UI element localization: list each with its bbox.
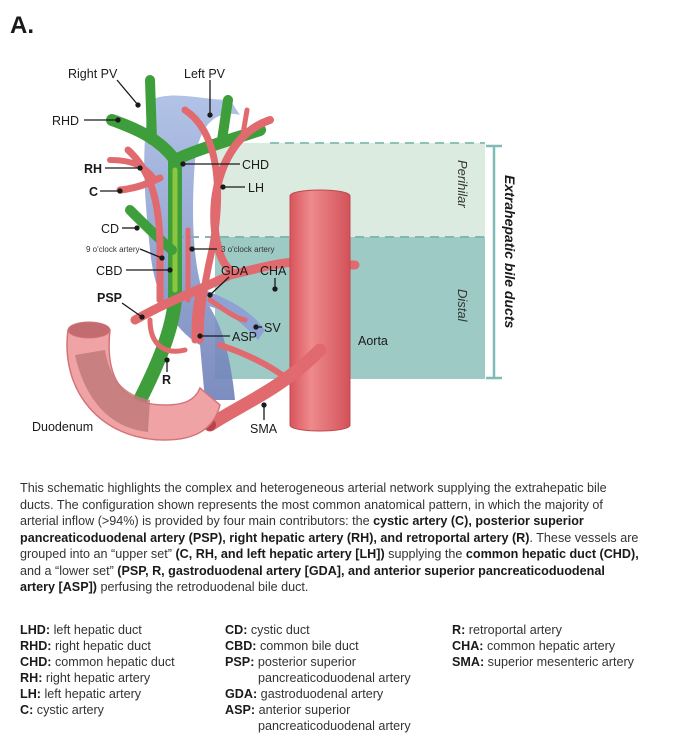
legend-abbreviation: CHD: [20,655,52,669]
label-3-oclock-artery: 3 o'clock artery [221,245,275,254]
legend-entry: LHD: left hepatic duct [20,622,175,638]
label-aorta: Aorta [358,334,388,348]
caption-segment: perfusing the retroduodenal bile duct. [96,580,309,594]
legend-abbreviation: LH: [20,687,41,701]
label-asp: ASP [232,330,257,344]
label-sv: SV [264,321,281,335]
label-9-oclock-artery: 9 o'clock artery [86,245,140,254]
legend-abbreviation: CD: [225,623,248,637]
legend-entry: C: cystic artery [20,702,175,718]
legend-definition: right hepatic duct [51,639,151,653]
label-sma: SMA [250,422,278,436]
zone-label-perihilar: Perihilar [455,160,470,208]
legend-definition: common bile duct [256,639,359,653]
label-r: R [162,373,171,387]
caption-segment: . These vessels are grouped into an “upp… [20,530,639,562]
legend-abbreviation: SMA: [452,655,485,669]
extrahepatic-bracket [486,144,502,380]
caption-bold-segment: cystic artery (C), posterior superior pa… [20,514,584,545]
legend-entry: CBD: common bile duct [225,638,411,654]
label-left-pv: Left PV [184,67,226,81]
legend-abbreviation: RHD: [20,639,52,653]
leader-lines [84,79,278,420]
duodenum-mucosa [75,350,150,432]
legend-definition: anterior superior [255,703,351,717]
legend-entry: CHA: common hepatic artery [452,638,634,654]
caption-segment: and a “lower set” [20,563,118,578]
legend-abbreviation: CBD: [225,639,257,653]
label-c: C [89,185,98,199]
legend-entry: ASP: anterior superior pancreaticoduodena… [225,702,411,734]
caption-bold-segment: (PSP, R, gastroduode­nal artery [GDA], a… [20,563,605,595]
legend-entry: GDA: gastroduodenal artery [225,686,411,702]
label-rh: RH [84,162,102,176]
legend-definition: posterior superior [254,655,356,669]
label-rhd: RHD [52,114,79,128]
legend-abbreviation: GDA: [225,687,258,701]
legend-definition: cystic artery [33,703,104,717]
legend-definition: common hepatic duct [51,655,175,669]
figure-caption: This schematic highlights the complex an… [20,480,640,596]
aorta [289,189,351,432]
caption-bold-segment: (C, RH, and left hepatic artery [LH]) [175,547,385,561]
bracket-label-extrahepatic-bile-ducts: Extrahepatic bile ducts [502,175,518,328]
legend-definition: left hepatic duct [50,623,142,637]
legend-entry: SMA: superior mesenteric artery [452,654,634,670]
label-right-pv: Right PV [68,67,118,81]
legend-entry: RHD: right hepatic duct [20,638,175,654]
legend-definition: superior mesenteric artery [484,655,634,669]
bile-duct-arterial-schematic: Right PV Left PV RHD RH C CD 9 o'clock a… [32,67,518,441]
legend-abbreviation: RH: [20,671,43,685]
legend-entry: PSP: posterior superior pancreaticoduoden… [225,654,411,686]
label-cha: CHA [260,264,287,278]
duodenum-opening [67,321,111,339]
legend-abbreviation: C: [20,703,34,717]
label-psp: PSP [97,291,122,305]
label-cbd: CBD [96,264,122,278]
legend-entry: CD: cystic duct [225,622,411,638]
caption-segment: supplying the [384,547,466,561]
caption-segment: This schematic highlights the complex an… [20,481,607,528]
legend-entry: LH: left hepatic artery [20,686,175,702]
label-gda: GDA [221,264,249,278]
legend-abbreviation: PSP: [225,655,255,669]
arteries [107,106,360,393]
zone-label-distal: Distal [455,289,470,323]
legend-abbreviation: CHA: [452,639,484,653]
superior-mesenteric-artery [203,343,327,432]
legend-definition-continued: pancreaticoduodenal artery [258,719,411,733]
label-lh: LH [248,181,264,195]
caption-bold-segment: common hepatic duct (CHD), [465,547,639,561]
legend-definition-continued: pancreaticoduodenal artery [258,671,411,685]
label-duodenum: Duodenum [32,420,93,434]
panel-label: A. [10,12,34,39]
legend-definition: cystic duct [247,623,310,637]
legend-abbreviation: LHD: [20,623,51,637]
legend-abbreviation: ASP: [225,703,256,717]
legend-abbreviation: R: [452,623,466,637]
legend-entry: RH: right hepatic artery [20,670,175,686]
legend-definition: left hepatic artery [40,687,142,701]
legend-definition: retroportal artery [465,623,562,637]
legend-definition: common hepatic artery [483,639,616,653]
legend-entry: CHD: common hepatic duct [20,654,175,670]
legend-entry: R: retroportal artery [452,622,634,638]
label-cd: CD [101,222,119,236]
legend-definition: right hepatic artery [42,671,151,685]
label-chd: CHD [242,158,269,172]
legend-definition: gastroduodenal artery [257,687,384,701]
